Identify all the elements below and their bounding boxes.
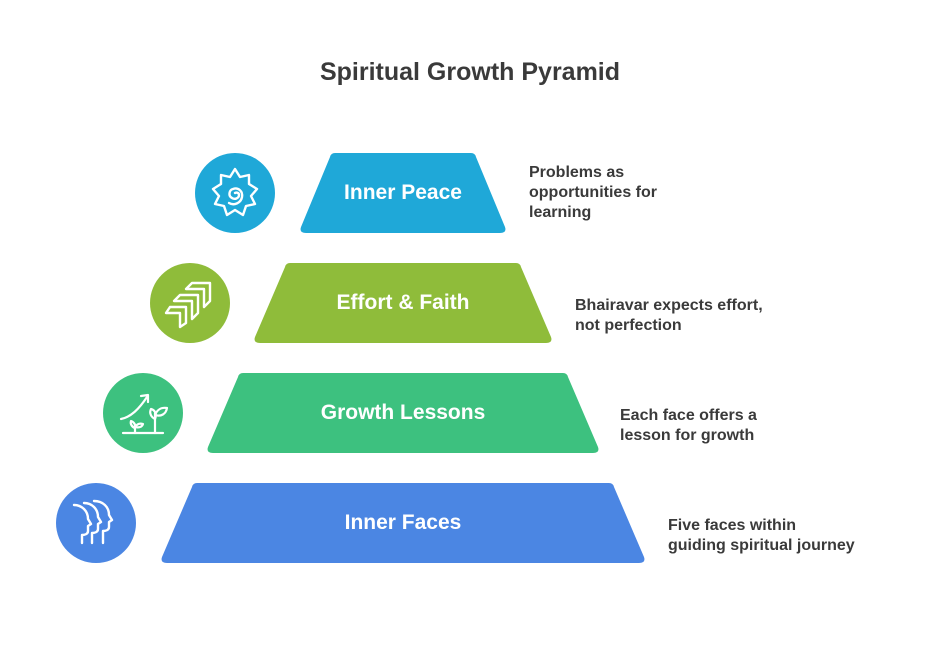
- layer-label: Inner Faces: [344, 511, 462, 534]
- spiral-sun-icon: [211, 167, 259, 217]
- growth-lessons-description: Each face offers a lesson for growth: [620, 406, 757, 446]
- chevron-steps-icon: [164, 281, 212, 329]
- inner-peace-icon-circle: [195, 153, 275, 233]
- description-line: guiding spiritual journey: [668, 537, 855, 554]
- layer-label: Growth Lessons: [320, 401, 486, 424]
- pyramid-layer-inner-peace: Inner Peace: [300, 153, 506, 233]
- layer-shape: [300, 153, 506, 233]
- inner-faces-icon-circle: [56, 483, 136, 563]
- inner-peace-description: Problems as opportunities for learning: [529, 163, 657, 223]
- effort-faith-description: Bhairavar expects effort, not perfection: [575, 296, 763, 336]
- effort-faith-icon-circle: [150, 263, 230, 343]
- description-line: Five faces within: [668, 517, 797, 534]
- sprouting-growth-icon: [119, 393, 169, 435]
- description-line: not perfection: [575, 317, 682, 334]
- layer-label: Effort & Faith: [336, 291, 470, 314]
- layer-shape: [161, 483, 645, 563]
- face-profiles-icon: [72, 499, 114, 545]
- diagram-title: Spiritual Growth Pyramid: [319, 58, 621, 86]
- layer-label: Inner Peace: [344, 181, 462, 204]
- inner-faces-description: Five faces within guiding spiritual jour…: [668, 516, 855, 556]
- layer-shape: [207, 373, 599, 453]
- pyramid-layer-inner-faces: Inner Faces: [161, 483, 645, 563]
- description-line: learning: [529, 204, 592, 221]
- pyramid-layer-effort-faith: Effort & Faith: [254, 263, 552, 343]
- description-line: opportunities for: [529, 184, 657, 201]
- description-line: Problems as: [529, 164, 625, 181]
- description-line: Bhairavar expects effort,: [575, 297, 763, 314]
- description-line: lesson for growth: [620, 427, 755, 444]
- pyramid-layer-growth-lessons: Growth Lessons: [207, 373, 599, 453]
- layer-shape: [254, 263, 552, 343]
- growth-lessons-icon-circle: [103, 373, 183, 453]
- description-line: Each face offers a: [620, 407, 757, 424]
